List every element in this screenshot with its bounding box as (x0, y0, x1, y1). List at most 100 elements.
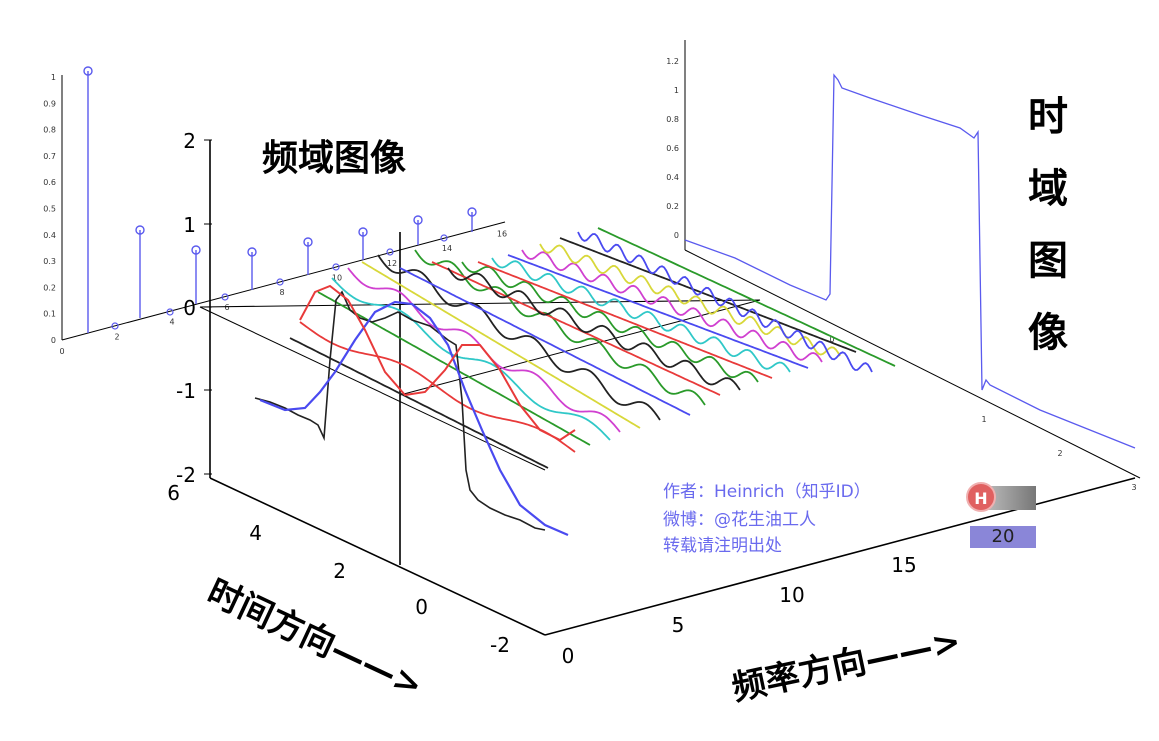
spectrum-x-tick: 2 (114, 332, 119, 341)
spectrum-x-tick-labels: 0 2 4 6 8 10 12 14 16 (59, 229, 507, 356)
time-tick-label: 4 (249, 521, 262, 545)
z-tick-label: -1 (176, 379, 196, 403)
time-title-char: 像 (1028, 310, 1068, 356)
time-tick-label: 2 (333, 559, 346, 583)
spectrum-x-tick: 14 (442, 244, 452, 253)
harmonic-wave (577, 231, 873, 373)
sum-curve-blue (259, 300, 569, 537)
credit-weibo: 微博：@花生油工人 (663, 510, 816, 530)
harmonic-wave (399, 267, 691, 416)
spectrum-x-tick: 12 (387, 259, 397, 268)
harmonic-wave (559, 237, 857, 353)
harmonic-waves (289, 227, 896, 469)
harmonic-wave (447, 267, 741, 391)
sum-curve-red (299, 284, 576, 442)
spectrum-y-tick: 0.2 (43, 283, 56, 292)
freq-tick-label: 10 (779, 583, 804, 607)
spectrum-y-tick: 0.5 (43, 205, 56, 214)
harmonic-wave (317, 291, 591, 446)
spectrum-y-tick: 0.1 (43, 310, 56, 319)
spectrum-y-tick: 1 (51, 73, 56, 82)
harmonic-wave (361, 261, 641, 429)
time-domain-plot: 1.2 1 0.8 0.6 0.4 0.2 0 0 1 2 3 (666, 40, 1141, 492)
harmonic-wave (331, 277, 611, 441)
spectrum-y-tick: 0.7 (43, 152, 56, 161)
spectrum-stem-head (413, 215, 423, 225)
z-tick-label: -2 (176, 463, 196, 487)
spectrum-plot: 10.90.80.70.60.50.40.30.20.10 0246810121… (43, 66, 507, 356)
spectrum-x-tick: 10 (332, 274, 342, 283)
freq-direction-label: 频率方向——> (729, 621, 965, 708)
watermark-badge: 20 H (966, 482, 1036, 548)
time-x-tick: 1 (981, 415, 986, 424)
spectrum-x-tick: 16 (497, 229, 507, 238)
harmonic-wave (507, 254, 809, 369)
time-y-tick: 0 (674, 231, 679, 240)
harmonic-wave (597, 227, 896, 367)
spectrum-zero-marker (111, 322, 119, 330)
time-title-char: 时 (1028, 94, 1068, 140)
time-x-tick: 0 (829, 335, 834, 344)
spectrum-x-tick: 8 (279, 288, 284, 297)
credit-notice: 转载请注明出处 (663, 536, 782, 556)
spectrum-stem-head (358, 227, 368, 237)
time-title-char: 域 (1028, 166, 1068, 212)
z-tick-label: 0 (183, 296, 196, 320)
harmonic-wave (299, 321, 576, 453)
credit-author: 作者：Heinrich（知乎ID） (663, 482, 871, 502)
spectrum-y-tick: 0.9 (43, 99, 56, 108)
spectrum-zero-marker (440, 234, 448, 242)
spectrum-y-tick-labels: 10.90.80.70.60.50.40.30.20.10 (43, 73, 56, 345)
badge-letter: H (966, 482, 996, 512)
spectrum-zero-marker (276, 278, 284, 286)
sum-curves (254, 284, 576, 537)
harmonic-wave (491, 257, 791, 373)
spectrum-x-tick: 0 (59, 347, 64, 356)
spectrum-stem-head (247, 247, 257, 257)
time-y-tick: 0.4 (666, 173, 679, 182)
z-tick-label: 1 (183, 213, 196, 237)
spectrum-zero-marker (166, 308, 174, 316)
time-tick-label: 6 (167, 481, 180, 505)
spectrum-stem-head (303, 237, 313, 247)
time-y-tick: 0.8 (666, 115, 679, 124)
spectrum-zero-marker (332, 263, 340, 271)
time-tick-label: 0 (415, 595, 428, 619)
harmonic-wave (539, 243, 841, 357)
spectrum-stem-head (467, 207, 477, 217)
time-tick-label: -2 (490, 633, 510, 657)
spectrum-zero-marker (221, 293, 229, 301)
time-y-tick: 1 (674, 86, 679, 95)
time-x-tick: 2 (1057, 449, 1062, 458)
spectrum-zero-marker (386, 248, 394, 256)
time-y-tick: 1.2 (666, 57, 679, 66)
harmonic-wave (477, 261, 773, 379)
time-y-tick: 0.6 (666, 144, 679, 153)
spectrum-y-tick: 0.4 (43, 231, 56, 240)
time-y-tick: 0.2 (666, 202, 679, 211)
spectrum-y-tick: 0.3 (43, 257, 56, 266)
spectrum-x-tick: 4 (169, 318, 174, 327)
freq-domain-title: 频域图像 (262, 138, 406, 179)
time-title-char: 图 (1028, 238, 1068, 284)
square-wave-curve (684, 73, 1136, 449)
harmonic-wave (431, 261, 721, 396)
time-x-tick-labels: 0 1 2 3 (829, 335, 1136, 492)
harmonic-wave (377, 254, 661, 421)
badge-value: 20 (970, 526, 1036, 548)
harmonic-wave (461, 261, 759, 383)
z-axis-tick-labels: 2 1 0 -1 -2 (176, 129, 212, 487)
sum-curve-black (254, 290, 546, 531)
time-direction-label: 时间方向——> (201, 572, 429, 707)
spectrum-y-tick: 0.8 (43, 126, 56, 135)
spectrum-x-tick: 6 (224, 303, 229, 312)
spectrum-stems (83, 66, 477, 333)
time-axis-tick-labels: 6 4 2 0 -2 (167, 481, 510, 657)
z-tick-label: 2 (183, 129, 196, 153)
harmonic-wave (521, 249, 823, 363)
time-x-tick: 3 (1131, 483, 1136, 492)
freq-tick-label: 0 (562, 644, 575, 668)
